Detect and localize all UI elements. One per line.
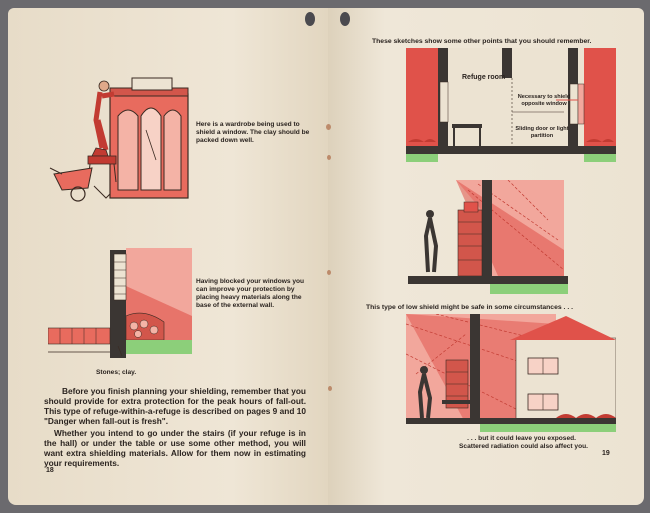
stones-label: Stones; clay. <box>96 369 137 376</box>
page-number-left: 18 <box>46 467 54 474</box>
paragraph-fall-out: Before you finish planning your shieldin… <box>44 386 306 426</box>
refuge-room-sketch <box>406 48 616 162</box>
left-page: Here is a wardrobe being used to shield … <box>8 8 328 505</box>
sketches-header: These sketches show some other points th… <box>372 38 592 45</box>
exposed-sketch <box>406 314 616 432</box>
rust-stain <box>328 386 332 391</box>
wardrobe-illustration <box>49 77 189 202</box>
exposed-caption: . . . but it could leave you exposed. <box>467 435 576 442</box>
window-caption: Having blocked your windows you can impr… <box>196 278 305 309</box>
paragraph-stairs: Whether you intend to go under the stair… <box>44 428 306 468</box>
refuge-room-label: Refuge room <box>462 74 506 81</box>
window-shield-illustration <box>48 248 192 358</box>
wardrobe-caption: Here is a wardrobe being used to shield … <box>196 121 310 144</box>
rust-stain <box>327 155 331 160</box>
rust-stain <box>326 124 331 130</box>
binding-hole-top-2 <box>340 12 350 26</box>
sliding-door-label: Sliding door or light partition <box>515 126 569 139</box>
binding-hole-top <box>305 12 315 26</box>
low-shield-caption: This type of low shield might be safe in… <box>366 304 573 311</box>
scattered-caption: Scattered radiation could also affect yo… <box>459 443 588 450</box>
right-page: These sketches show some other points th… <box>328 8 644 505</box>
shield-window-label: Necessary to shield opposite window <box>517 94 571 107</box>
page-number-right: 19 <box>602 450 610 457</box>
rust-stain <box>327 270 331 275</box>
low-shield-sketch <box>408 180 568 294</box>
